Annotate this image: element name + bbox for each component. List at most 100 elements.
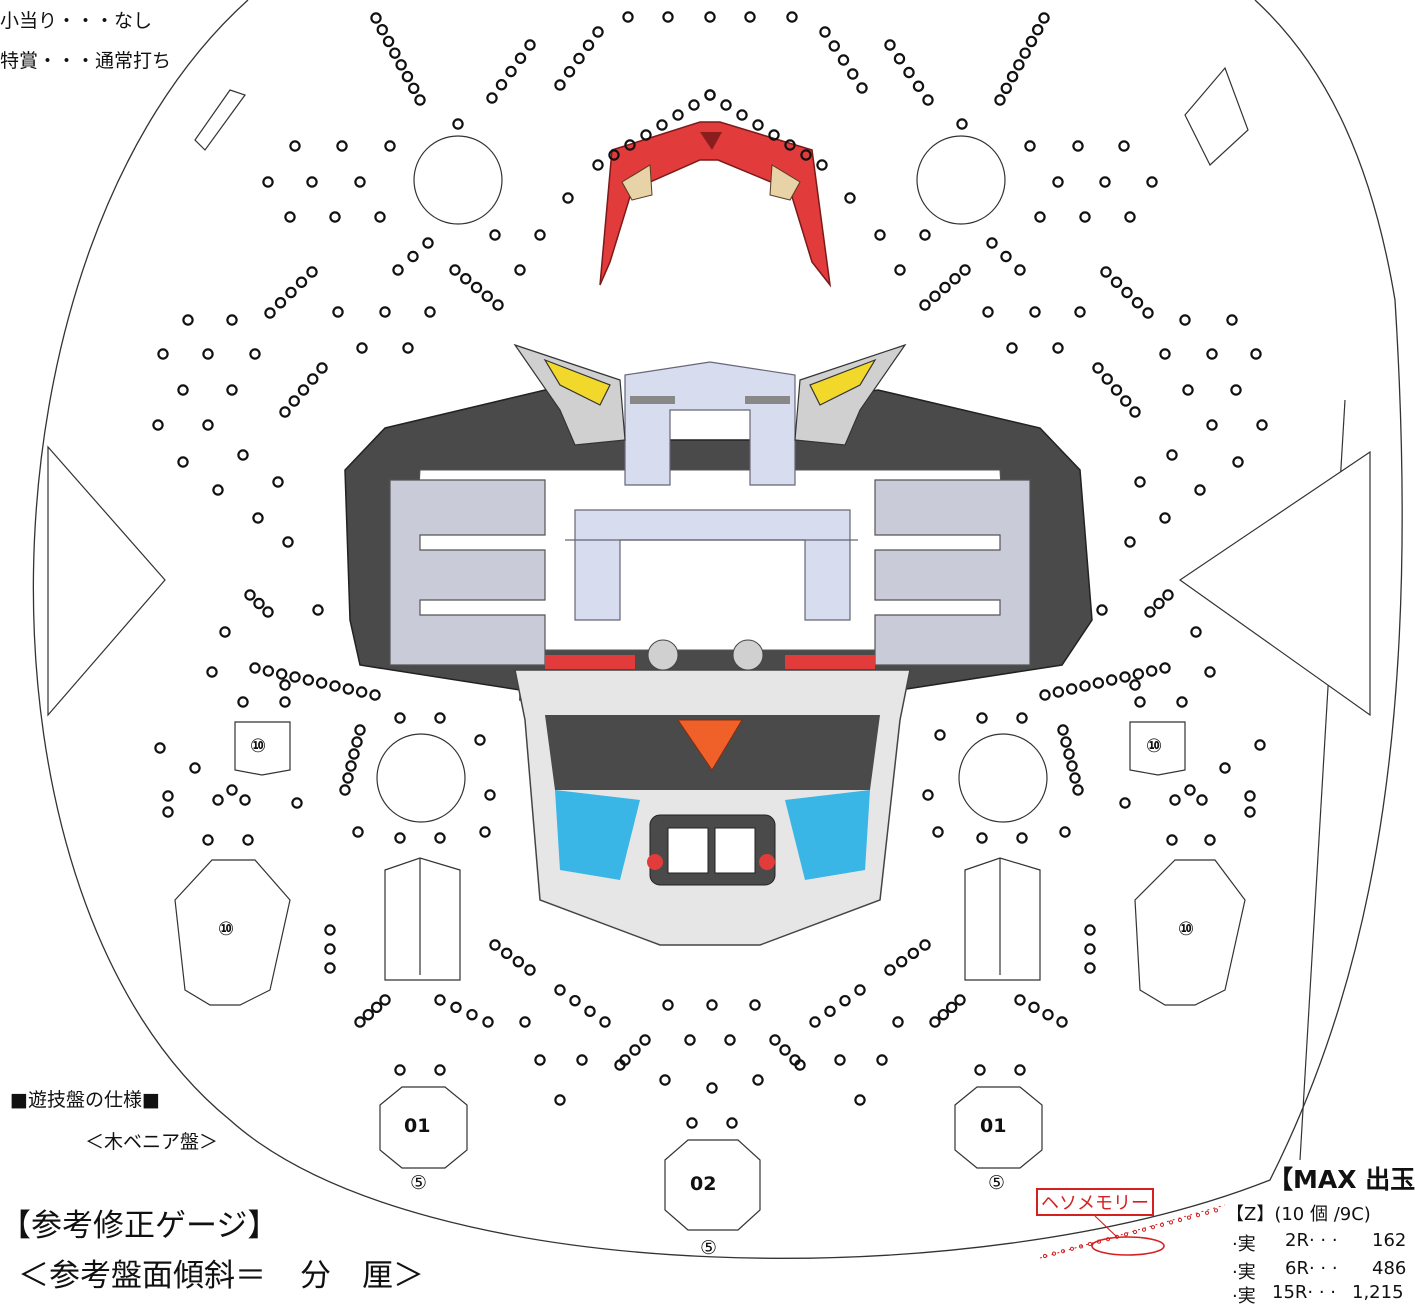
gauge-pin <box>414 94 426 106</box>
chucker-label-center: 02 <box>690 1173 717 1195</box>
note-tokushou: 特賞・・・通常打ち <box>0 50 172 72</box>
chevron-mark <box>677 719 743 771</box>
gauge-pin <box>336 140 348 152</box>
gauge-pin <box>1119 797 1131 809</box>
gauge-pin <box>1206 348 1218 360</box>
gauge-pin <box>1028 1001 1040 1014</box>
gauge-pin <box>154 742 166 754</box>
chucker-label-left: 01 <box>404 1115 431 1137</box>
heso-pin <box>1060 1249 1066 1254</box>
gauge-pin <box>356 342 368 354</box>
gauge-pin <box>994 94 1006 106</box>
gauge-pin <box>1066 760 1078 772</box>
gauge-pin <box>524 964 536 976</box>
gauge-pin <box>370 1001 383 1014</box>
gauge-pin <box>945 1001 958 1014</box>
gauge-pin <box>895 955 908 968</box>
gauge-pin <box>1254 739 1266 751</box>
pocket-label-right-tulip: ⑩ <box>1178 918 1195 940</box>
gauge-pin <box>1056 1016 1068 1028</box>
side-bars <box>389 479 1031 666</box>
gauge-pin <box>1072 784 1084 796</box>
tilt-unit-rin: 厘＞ <box>362 1258 424 1294</box>
gauge-pin <box>954 994 966 1006</box>
gauge-pin <box>479 826 491 838</box>
gauge-pin <box>306 266 318 278</box>
gauge-pin <box>434 712 446 724</box>
gauge-pin <box>482 1016 494 1028</box>
gauge-pin <box>816 159 828 171</box>
gauge-pin <box>608 149 620 161</box>
gauge-pin <box>351 736 363 748</box>
gauge-pin <box>1250 348 1262 360</box>
gauge-pin <box>264 307 276 319</box>
gauge-pin <box>394 712 406 724</box>
gauge-pin <box>1084 924 1096 936</box>
gauge-pin <box>302 674 315 686</box>
gauge-pin <box>369 689 381 701</box>
gauge-pin <box>1190 626 1202 638</box>
heso-pin <box>1204 1210 1210 1215</box>
gauge-pin <box>894 264 906 276</box>
heso-pin <box>1114 1234 1120 1239</box>
payout-label-left: ⑤ <box>410 1172 428 1194</box>
gauge-pin <box>324 943 336 955</box>
gauge-pin <box>784 139 796 151</box>
gauge-pin <box>656 119 668 131</box>
pocket-label-left-tulip: ⑩ <box>218 918 235 940</box>
heso-pin <box>1096 1239 1102 1244</box>
gauge-pin <box>1179 314 1191 326</box>
board-outline <box>32 0 1403 1259</box>
gauge-pin <box>876 1054 888 1066</box>
gauge-pin <box>288 395 300 407</box>
gauge-pin <box>1110 276 1123 288</box>
gauge-pin <box>854 984 866 996</box>
payout-label-right: ⑤ <box>988 1172 1006 1194</box>
gauge-pin <box>434 1064 446 1076</box>
gauge-pin <box>752 1074 764 1086</box>
heso-memory-label: ヘソメモリー <box>1036 1188 1154 1216</box>
gauge-pin <box>1016 832 1028 844</box>
gauge-pin <box>291 797 303 809</box>
gauge-pin <box>1124 536 1136 548</box>
gauge-pin <box>519 1016 531 1028</box>
gauge-pin <box>460 273 472 285</box>
gauge-pin <box>514 52 527 64</box>
gauge-pin <box>1084 962 1096 974</box>
gauge-pin <box>1124 211 1136 223</box>
gauge-pin <box>1142 307 1154 319</box>
gauge-pin <box>1016 712 1028 724</box>
gauge-pin <box>481 290 493 302</box>
heso-pin <box>1150 1225 1156 1230</box>
gauge-pin <box>1162 589 1174 601</box>
gauge-pin <box>912 80 925 92</box>
gauge-pin <box>1034 211 1046 223</box>
gauge-pin <box>1039 689 1051 701</box>
gauge-pin <box>1038 12 1050 24</box>
gauge-pin <box>1096 604 1108 616</box>
gauge-pin <box>329 680 341 692</box>
gauge-pin <box>307 373 319 385</box>
gauge-pin <box>1052 176 1064 188</box>
gauge-pin <box>1159 348 1171 360</box>
gauge-pin <box>1057 724 1069 736</box>
gauge-pin <box>884 39 896 51</box>
gauge-pin <box>662 11 674 23</box>
gauge-pin <box>1006 342 1018 354</box>
gauge-pin <box>354 724 366 736</box>
gauge-pin <box>424 306 436 318</box>
gauge-pin <box>1014 994 1026 1006</box>
gauge-pin <box>1105 674 1118 686</box>
gauge-pin <box>1079 680 1091 692</box>
gauge-pin <box>769 1034 781 1046</box>
gauge-pin <box>929 1016 941 1028</box>
gauge-pin <box>1110 384 1123 396</box>
gauge-pin <box>434 832 446 844</box>
tilt-unit-bu: 分 <box>300 1258 331 1294</box>
note-koatari: 小当り・・・なし <box>0 10 153 32</box>
gauge-pin <box>1065 683 1078 695</box>
chucker-label-right: 01 <box>980 1115 1007 1137</box>
gauge-pin <box>932 826 944 838</box>
tulip-pockets <box>174 859 1246 1006</box>
gauge-pin <box>592 159 604 171</box>
